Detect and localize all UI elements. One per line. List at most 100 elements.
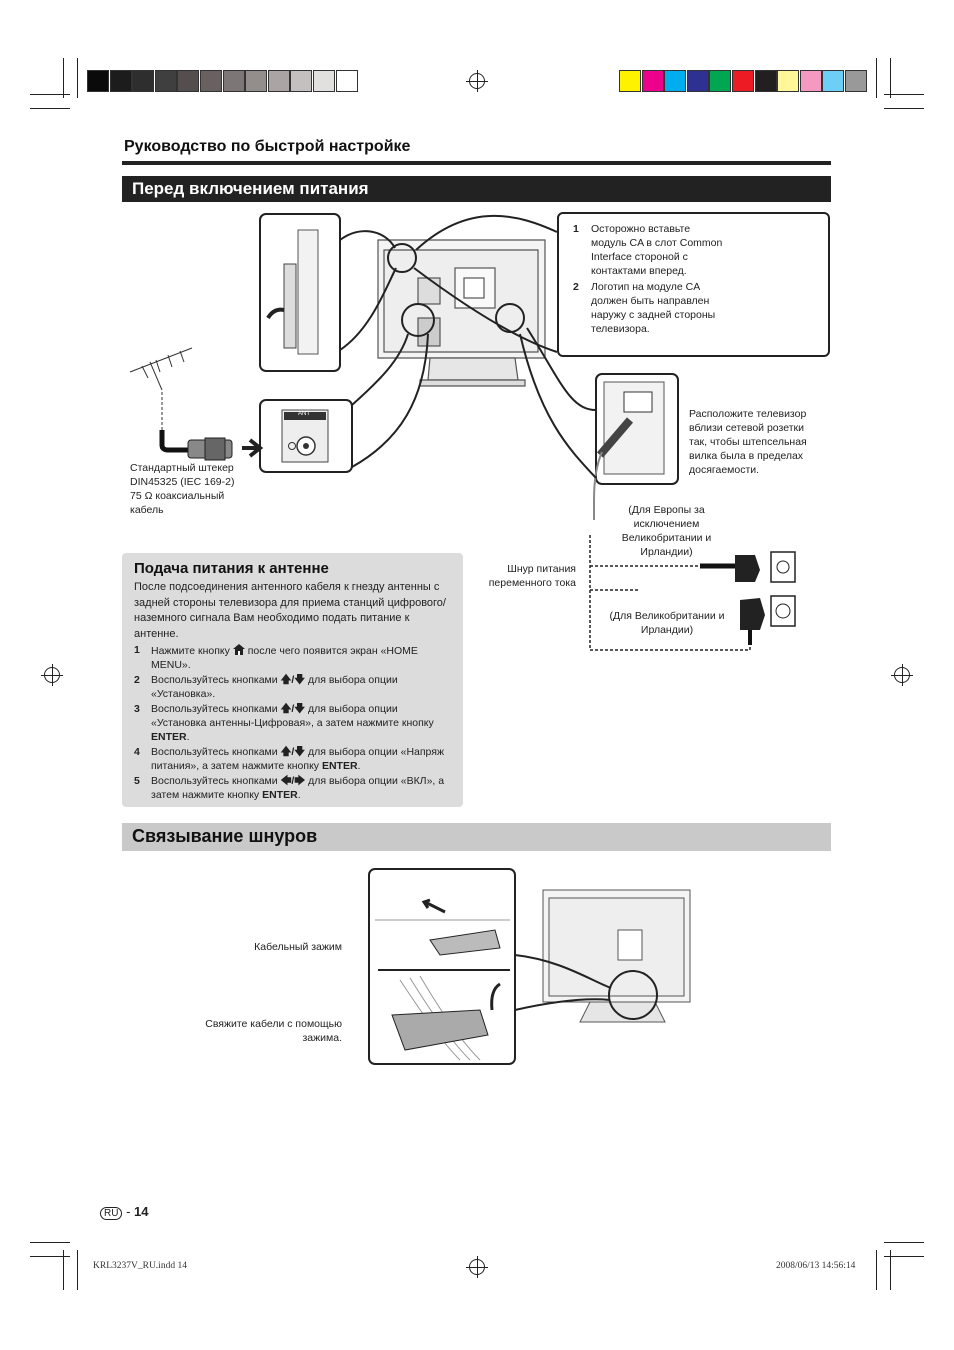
color-swatch xyxy=(754,70,777,92)
crop-mark xyxy=(30,1242,70,1243)
ant-port-label: ANT xyxy=(298,411,310,417)
step-number: 5 xyxy=(134,775,140,787)
step-text: для выбора опции «Установка антенны-Цифр… xyxy=(151,703,434,729)
print-datetime: 2008/06/13 14:56:14 xyxy=(776,1261,856,1271)
crop-mark xyxy=(884,1242,924,1243)
crop-mark xyxy=(63,58,64,98)
power-cord-label: Шнур питания переменного тока xyxy=(488,563,576,589)
crop-mark xyxy=(890,1250,891,1290)
title-rule xyxy=(122,161,831,165)
crop-mark xyxy=(77,1250,78,1290)
color-swatch xyxy=(313,70,335,92)
panel-step: 1 Нажмите кнопку после чего появится экра… xyxy=(134,643,456,672)
crop-mark xyxy=(30,94,70,95)
left-right-arrows-icon: 🡄/🡆 xyxy=(280,775,306,787)
crop-mark xyxy=(63,1250,64,1290)
ca-step: 1 Осторожно вставьте модуль CA в слот Co… xyxy=(573,223,723,277)
uk-plug-note: (Для Великобритании и Ирландии) xyxy=(609,610,725,636)
color-swatch xyxy=(619,70,641,92)
registration-mark-icon xyxy=(466,70,488,92)
step-text: . xyxy=(357,760,361,772)
color-swatch xyxy=(664,70,687,92)
ci-slot-zoom-circle xyxy=(387,243,417,273)
step-text: Нажмите кнопку xyxy=(151,645,233,657)
color-swatch xyxy=(109,70,132,92)
color-swatch xyxy=(222,70,245,92)
antenna-power-panel: Подача питания к антенне После подсоедин… xyxy=(122,553,463,807)
page-number: 14 xyxy=(134,1204,149,1219)
up-down-arrows-icon: 🡅/🡇 xyxy=(280,703,306,715)
crop-mark xyxy=(890,58,891,98)
color-swatch xyxy=(335,70,358,92)
plug-caption: Стандартный штекер DIN45325 (IEC 169-2) … xyxy=(130,462,235,516)
step-text: . xyxy=(297,789,301,801)
cable-tie-illustration xyxy=(368,868,691,1065)
step-text: для выбора опции «Установка». xyxy=(151,674,398,700)
placement-note: Расположите телевизор вблизи сетевой роз… xyxy=(689,408,807,476)
crop-mark xyxy=(884,1256,924,1257)
page-number-block: RU - 14 xyxy=(100,1204,149,1220)
crop-mark xyxy=(30,108,70,109)
color-swatch xyxy=(154,70,177,92)
section-bar-power: Перед включением питания xyxy=(122,176,831,202)
panel-step: 4 Воспользуйтесь кнопками 🡅/🡇 для выбора … xyxy=(134,745,456,773)
ca-module-callout: 1 Осторожно вставьте модуль CA в слот Co… xyxy=(557,212,830,357)
step-text: Воспользуйтесь кнопками xyxy=(151,746,281,758)
panel-title: Подача питания к антенне xyxy=(134,560,329,577)
panel-intro: После подсоединения антенного кабеля к г… xyxy=(134,581,446,640)
color-swatch xyxy=(87,70,109,92)
bundle-label: Свяжите кабели с помощью зажима. xyxy=(205,1018,342,1044)
step-text: Воспользуйтесь кнопками xyxy=(151,703,281,715)
step-number: 3 xyxy=(134,703,140,715)
color-swatch xyxy=(709,70,732,92)
color-swatch xyxy=(845,70,867,92)
color-swatch xyxy=(822,70,845,92)
step-text: Воспользуйтесь кнопками xyxy=(151,775,281,787)
europe-plug-note: (Для Европы за исключением Великобритани… xyxy=(621,504,712,558)
ca-step: 2 Логотип на модуле CA должен быть напра… xyxy=(573,281,716,335)
antenna-port-zoom-circle xyxy=(401,303,435,337)
panel-step: 5 Воспользуйтесь кнопками 🡄/🡆 для выбора … xyxy=(134,774,456,802)
registration-mark-icon xyxy=(41,664,63,686)
color-swatch xyxy=(290,70,313,92)
crop-mark xyxy=(884,94,924,95)
file-info: KRL3237V_RU.indd 14 xyxy=(93,1261,187,1271)
enter-key-label: ENTER xyxy=(262,789,298,801)
crop-mark xyxy=(77,58,78,98)
section-bar-cables: Связывание шнуров xyxy=(122,823,831,851)
crop-mark xyxy=(876,1250,877,1290)
guide-title: Руководство по быстрой настройке xyxy=(124,138,411,155)
enter-key-label: ENTER xyxy=(151,731,187,743)
registration-mark-icon xyxy=(891,664,913,686)
antenna-image xyxy=(129,347,193,430)
home-icon xyxy=(232,644,245,657)
color-swatch xyxy=(200,70,222,92)
step-number: 2 xyxy=(134,674,140,686)
color-swatch xyxy=(132,70,155,92)
registration-mark-icon xyxy=(466,1256,488,1278)
step-text: . xyxy=(186,731,190,743)
page-separator: - xyxy=(126,1204,131,1219)
step-text: Воспользуйтесь кнопками xyxy=(151,674,281,686)
step-number: 1 xyxy=(134,644,140,656)
section-title-power: Перед включением питания xyxy=(132,179,369,198)
panel-step: 2 Воспользуйтесь кнопками 🡅/🡇 для выбора … xyxy=(134,673,456,701)
enter-key-label: ENTER xyxy=(321,760,358,772)
step-number: 4 xyxy=(134,746,140,758)
color-swatch xyxy=(177,70,200,92)
up-down-arrows-icon: 🡅/🡇 xyxy=(280,674,306,686)
language-badge: RU xyxy=(100,1207,123,1220)
panel-step: 3 Воспользуйтесь кнопками 🡅/🡇 для выбора … xyxy=(134,702,456,744)
panel-steps: 1 Нажмите кнопку после чего появится экра… xyxy=(134,643,456,803)
step-text: для выбора опции «ВКЛ», а затем нажмите … xyxy=(151,775,445,801)
color-swatch xyxy=(799,70,822,92)
step-text: для выбора опции «Напряж питания», а зат… xyxy=(151,746,444,772)
color-swatch xyxy=(641,70,664,92)
section-title-cables: Связывание шнуров xyxy=(132,826,318,846)
step-text: после чего появится экран «HOME MENU». xyxy=(151,645,418,671)
color-swatch xyxy=(686,70,709,92)
crop-mark xyxy=(876,58,877,98)
color-swatch xyxy=(245,70,268,92)
up-down-arrows-icon: 🡅/🡇 xyxy=(280,746,306,758)
crop-mark xyxy=(884,108,924,109)
